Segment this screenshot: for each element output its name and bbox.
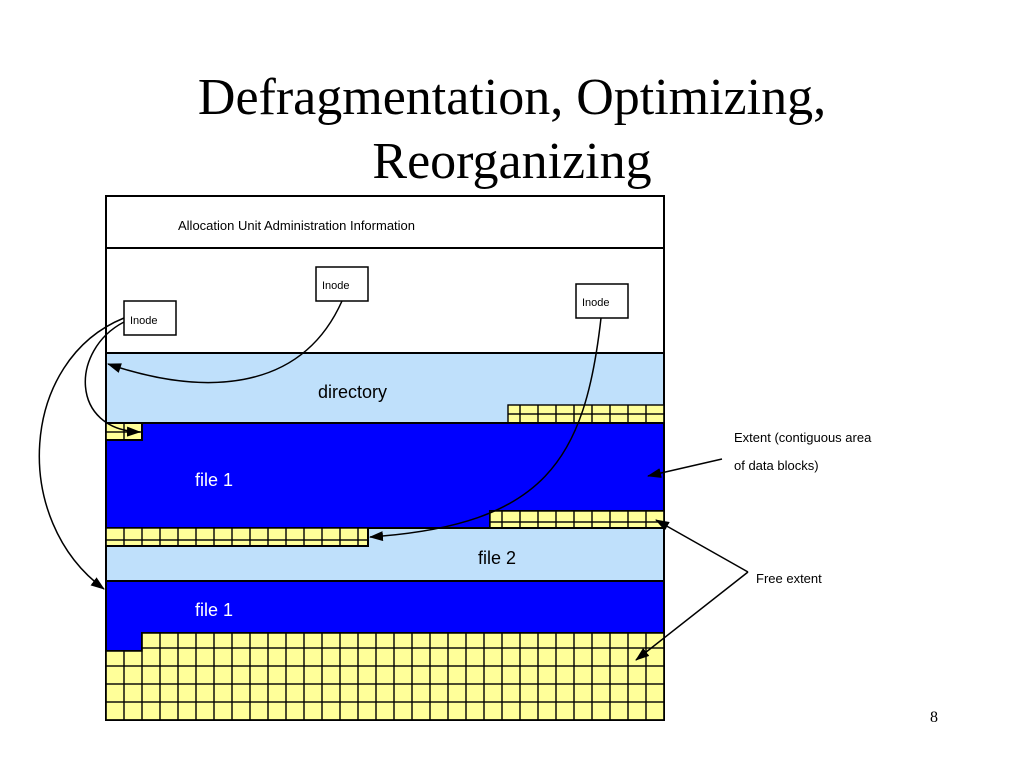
file2-label: file 2 [478,548,516,568]
free-extent-arrow-lower [635,571,749,661]
directory-label: directory [318,382,387,402]
title-line-1: Defragmentation, Optimizing, [197,69,827,126]
inode-label-left: Inode [130,315,158,327]
page-number: 8 [930,709,938,726]
slide-title: Defragmentation, Optimizing, Reorganizin… [0,66,1024,194]
inode-box-right [575,283,629,319]
extent-annotation-line1: Extent (contiguous area [734,430,872,445]
extent-annotation-line2: of data blocks) [734,458,819,473]
admin-info-band [105,195,665,249]
free-extent-directory [507,404,665,424]
file1-bottom-label: file 1 [195,600,233,620]
free-extent-right [489,510,665,529]
free-extent-arrow-upper [655,519,749,573]
arrow-center-inode-to-directory [107,300,343,384]
title-line-2: Reorganizing [372,133,652,190]
arrow-left-inode-to-file1-bottom [38,317,125,590]
free-extent-bottom [105,632,665,721]
inode-box-center [315,266,369,302]
free-extent-middle [105,527,369,547]
inode-label-center: Inode [322,280,350,292]
arrow-right-inode-to-free-extent [369,317,602,542]
extent-annotation-arrow [647,458,723,478]
free-extent-annotation: Free extent [756,571,822,586]
arrow-left-inode-to-small-extent [84,321,141,437]
file1-top-label: file 1 [195,470,233,490]
inode-box-left [123,300,177,336]
admin-info-label: Allocation Unit Administration Informati… [178,218,415,233]
inode-label-right: Inode [582,297,610,309]
